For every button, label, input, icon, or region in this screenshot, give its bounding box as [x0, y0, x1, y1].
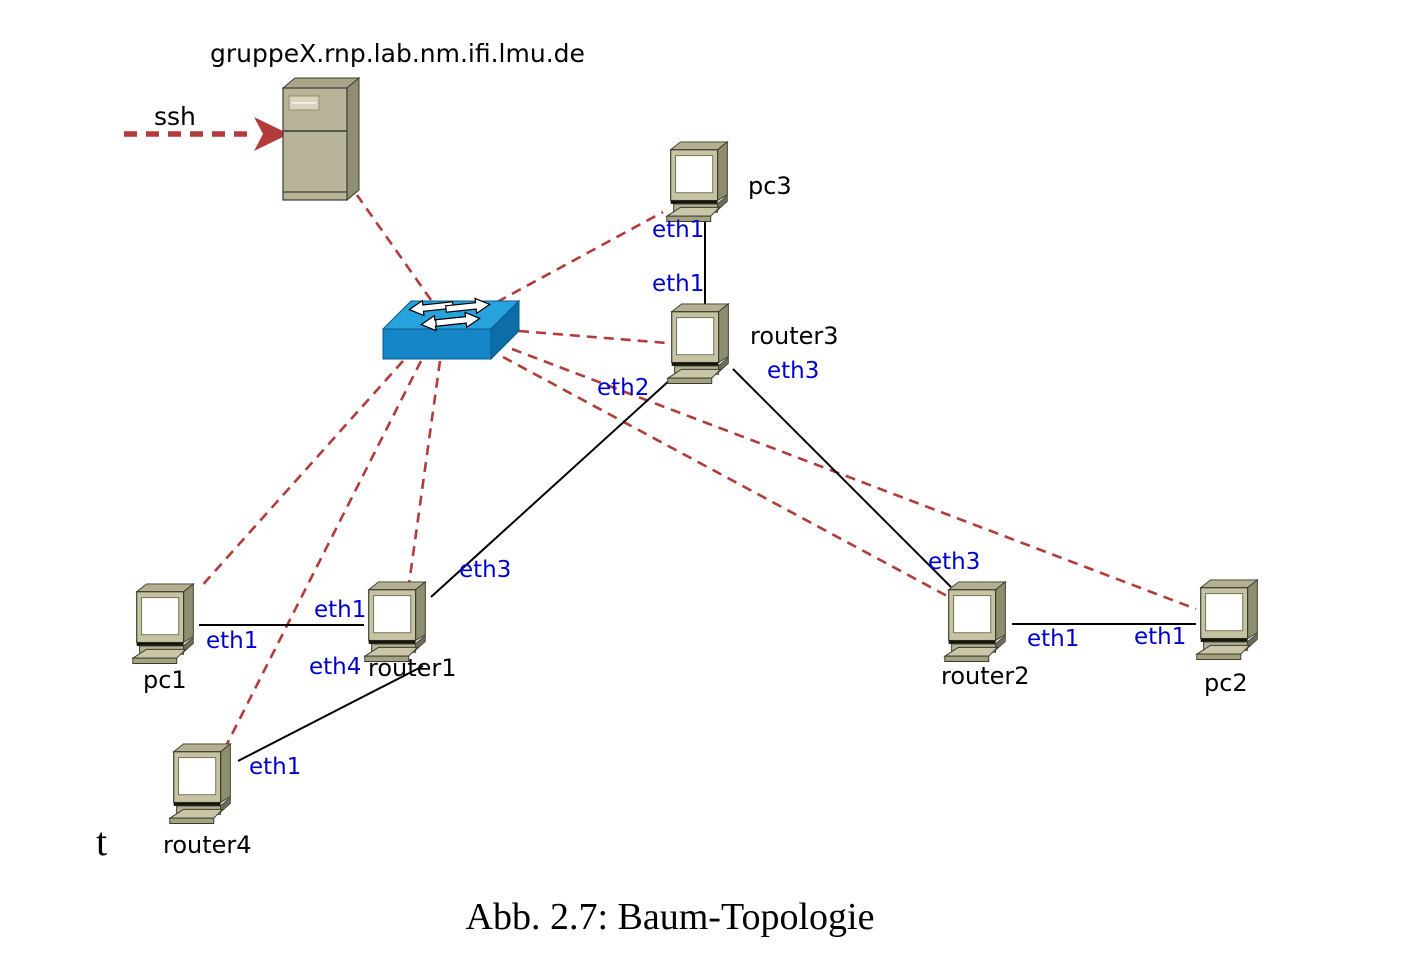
iface-router3-eth3: eth3: [767, 358, 820, 384]
server-icon: [282, 77, 360, 201]
iface-pc1-eth1: eth1: [206, 628, 259, 654]
mgmt-link-switch-pc3: [496, 210, 664, 304]
iface-router3-eth1: eth1: [652, 271, 705, 297]
iface-pc2-eth1: eth1: [1134, 624, 1187, 650]
mgmt-link-switch-router1: [407, 360, 442, 585]
iface-router3-eth2: eth2: [597, 375, 650, 401]
mgmt-link-switch-router2: [502, 355, 950, 599]
ssh-arrow: [124, 117, 289, 151]
pc2-icon: [1196, 579, 1258, 661]
router4-icon: [169, 743, 231, 825]
mgmt-link-switch-pc1: [198, 360, 404, 590]
stray-character: t: [96, 819, 108, 864]
pc1-label: pc1: [143, 666, 187, 694]
link-router1-router4: [237, 665, 424, 762]
pc2-label: pc2: [1204, 669, 1248, 697]
server-hostname-label: gruppeX.rnp.lab.nm.ifi.lmu.de: [210, 39, 585, 68]
mgmt-link-switch-pc2: [511, 347, 1197, 611]
router1-label: router1: [368, 654, 457, 682]
iface-router2-eth1: eth1: [1027, 626, 1080, 652]
pc1-icon: [132, 583, 194, 665]
router1-icon: [364, 581, 426, 663]
router4-label: router4: [163, 831, 252, 859]
mgmt-link-switch-router4: [224, 360, 423, 747]
mgmt-link-switch-router3: [518, 329, 668, 345]
ssh-label: ssh: [154, 102, 196, 131]
iface-pc3-eth1: eth1: [652, 217, 705, 243]
link-router3-router1: [430, 378, 672, 598]
router2-icon: [944, 581, 1006, 663]
switch-icon: [381, 296, 521, 361]
router3-icon: [667, 303, 729, 385]
iface-router1-eth1: eth1: [314, 597, 367, 623]
figure-caption: Abb. 2.7: Baum-Topologie: [465, 896, 875, 938]
pc3-icon: [666, 141, 728, 223]
iface-router1-eth3: eth3: [459, 557, 512, 583]
iface-router1-eth4: eth4: [309, 654, 362, 680]
mgmt-link-switch-server: [355, 194, 433, 301]
router2-label: router2: [941, 662, 1030, 690]
router3-label: router3: [750, 322, 839, 350]
iface-router2-eth3: eth3: [928, 549, 981, 575]
pc3-label: pc3: [748, 172, 792, 200]
link-router3-router2: [732, 368, 952, 588]
iface-router4-eth1: eth1: [249, 754, 302, 780]
